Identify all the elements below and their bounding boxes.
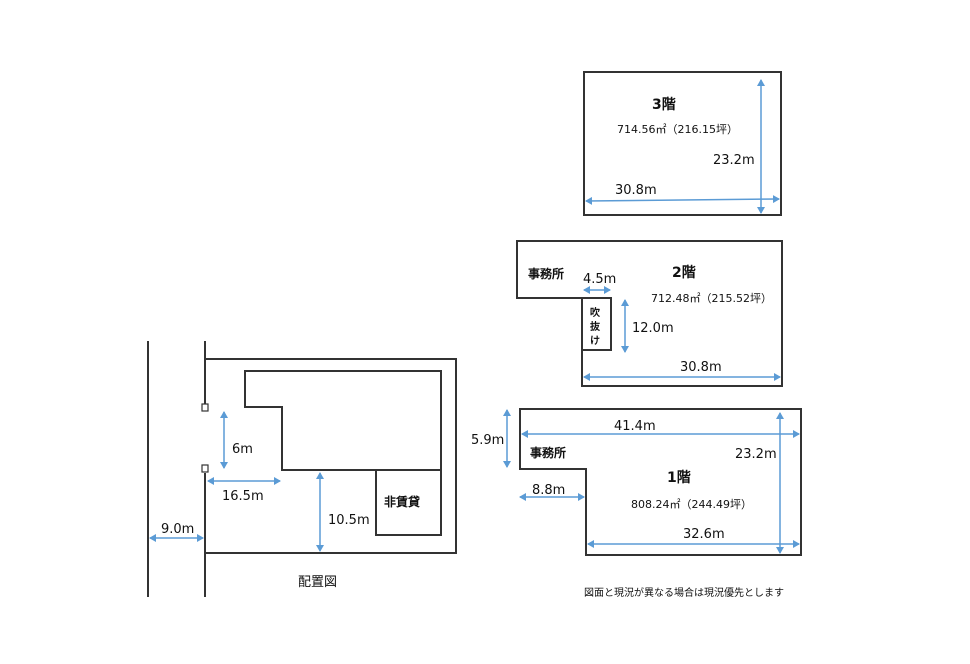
floor2-width-label: 30.8m (680, 360, 722, 375)
site-plan-title: 配置図 (298, 575, 337, 590)
floor2-void-label-1: 吹 (590, 306, 600, 319)
floor3-area: 714.56㎡（216.15坪） (617, 123, 738, 136)
floor2-void-label-2: 抜 (590, 320, 601, 333)
floor1-outline (519, 408, 802, 556)
floor1-setback-label: 8.8m (532, 483, 565, 498)
floor2-title: 2階 (672, 264, 696, 281)
floor1-office-depth-label: 5.9m (471, 433, 504, 448)
floor2-void-depth-label: 12.0m (632, 321, 674, 336)
gate-post-lower (201, 464, 209, 473)
gate-post-upper (201, 403, 209, 412)
floor1-office-label: 事務所 (530, 445, 566, 460)
floor2-office-offset-label: 4.5m (583, 272, 616, 287)
floor1-plan: 5.9m 41.4m 事務所 23.2m 1階 8.8m 808.24㎡（244… (471, 408, 802, 556)
floor3-title: 3階 (652, 96, 676, 113)
floor3-width-arrow (585, 195, 780, 205)
front-depth-label: 10.5m (328, 513, 370, 528)
floor3-width-label: 30.8m (615, 183, 657, 198)
floor2-area: 712.48㎡（215.52坪） (651, 292, 772, 305)
site-plan: 6m 16.5m 非賃貸 10.5m 9.0m 配置図 (147, 341, 457, 597)
floor1-area: 808.24㎡（244.49坪） (631, 498, 752, 511)
gate-width-label: 6m (232, 442, 253, 457)
floor3-plan: 3階 714.56㎡（216.15坪） 23.2m 30.8m (583, 71, 782, 216)
floor2-void-label-3: け (590, 335, 600, 347)
floor3-depth-label: 23.2m (713, 153, 755, 168)
road-width-label: 9.0m (161, 522, 194, 537)
floor1-depth-label: 23.2m (735, 447, 777, 462)
floor3-outline (583, 71, 782, 216)
floor1-title: 1階 (667, 469, 691, 486)
frontage-label: 16.5m (222, 489, 264, 504)
floor1-main-width-label: 32.6m (683, 527, 725, 542)
floor1-total-width-label: 41.4m (614, 419, 656, 434)
floor2-office-label: 事務所 (528, 266, 564, 281)
floor2-outline (516, 240, 783, 387)
floor2-plan: 事務所 4.5m 2階 712.48㎡（215.52坪） 吹 抜 け 12.0m… (516, 240, 783, 387)
floor2-void (581, 297, 612, 351)
site-boundary (205, 358, 457, 554)
building-footprint (244, 370, 442, 536)
non-rental-label: 非賃貸 (384, 494, 420, 509)
disclaimer-note: 図面と現況が異なる場合は現況優先とします (584, 586, 784, 599)
